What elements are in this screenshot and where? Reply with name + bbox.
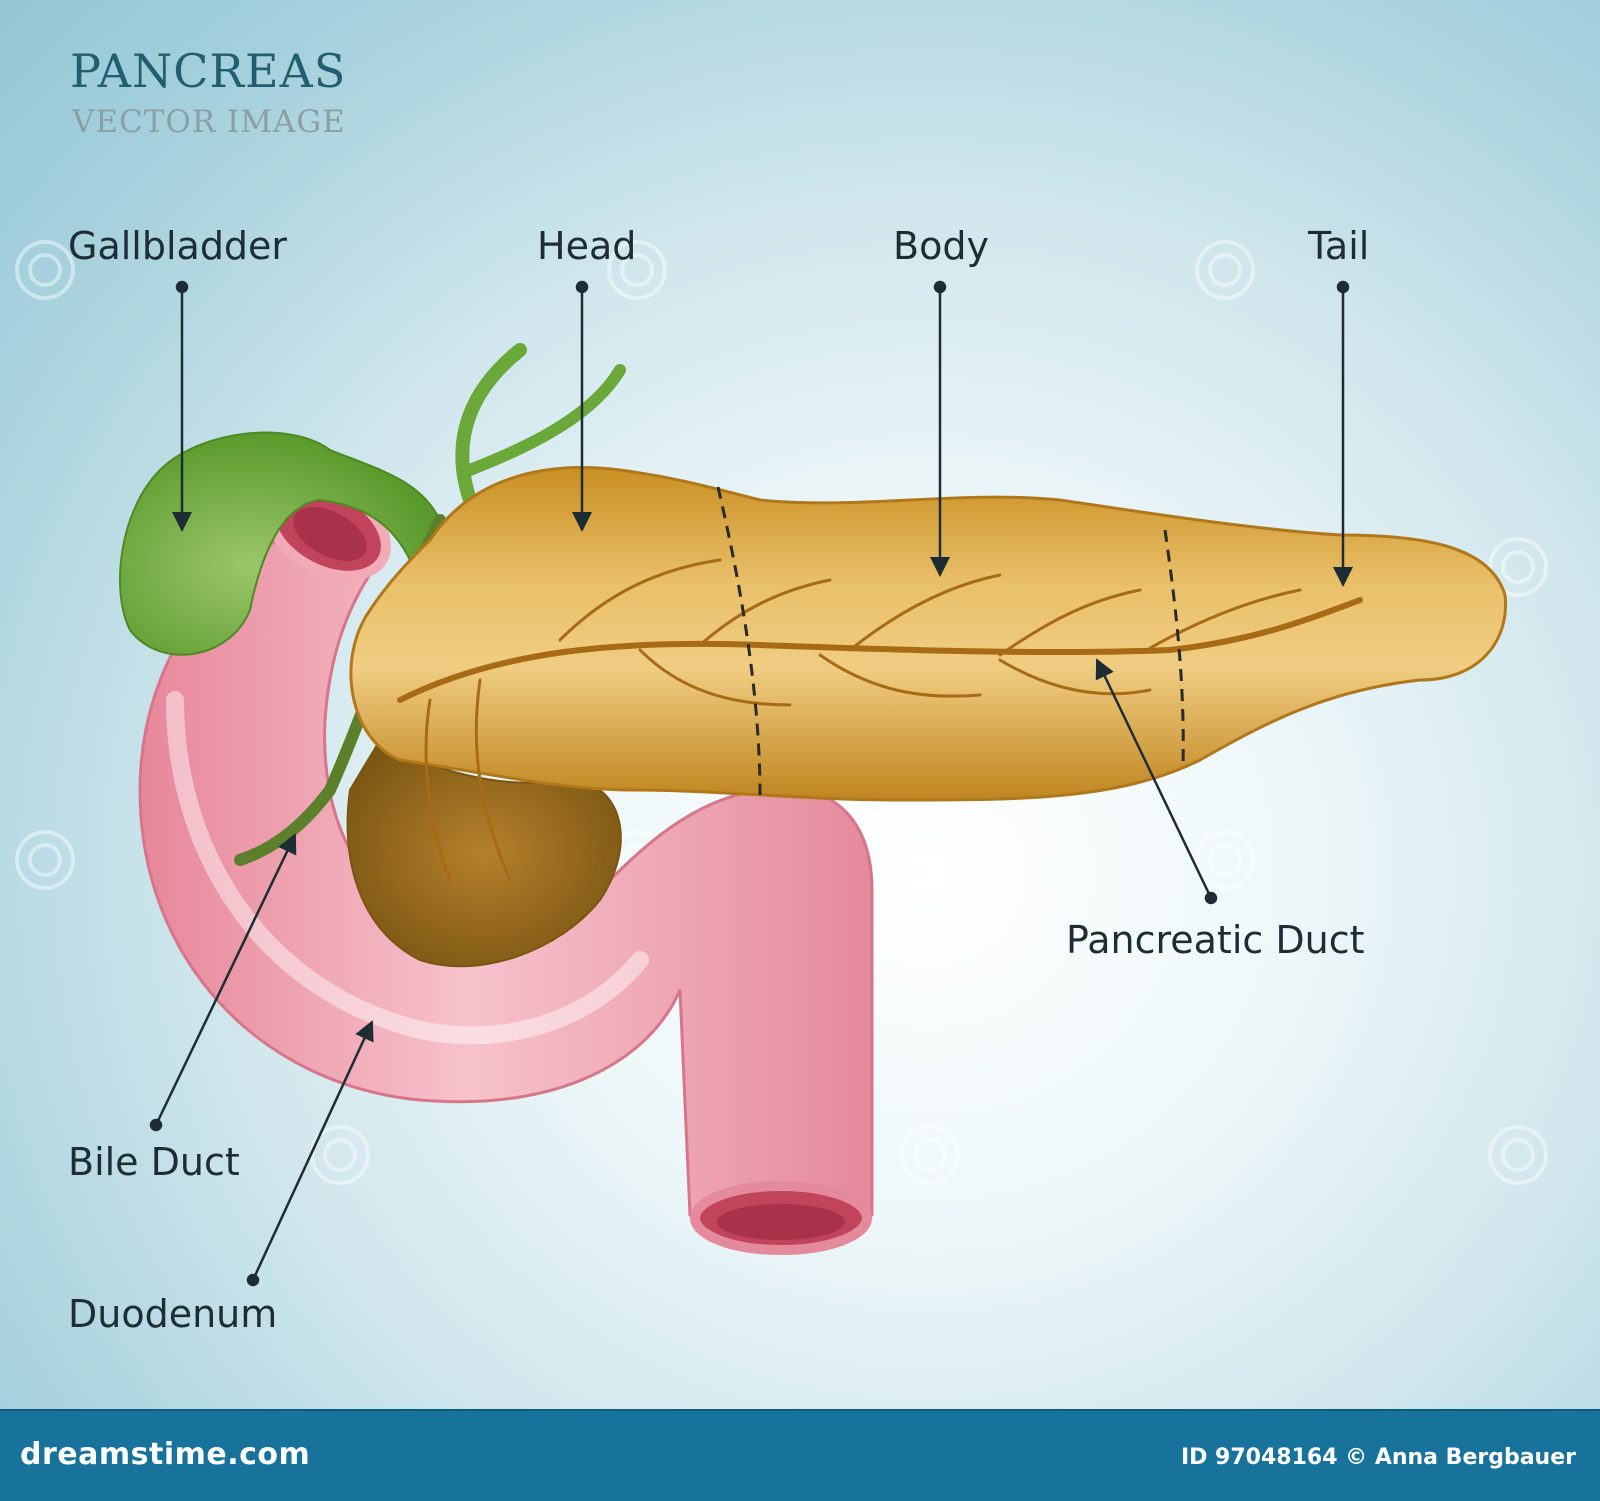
pancreatic-duct-pointer xyxy=(1095,658,1218,905)
label-gallbladder: Gallbladder xyxy=(68,224,288,268)
tail-pointer xyxy=(1333,280,1353,587)
pancreas-illustration xyxy=(119,280,1508,1287)
duodenum-pointer xyxy=(246,1020,374,1287)
pointer-lines xyxy=(149,280,1353,1287)
label-tail: Tail xyxy=(1308,224,1370,268)
footer-site-link[interactable]: dreamstime.com xyxy=(20,1437,311,1472)
label-body: Body xyxy=(893,224,989,268)
section-dividers xyxy=(716,486,1185,796)
pancreas-head-lobe xyxy=(346,738,622,968)
footer-image-id: ID 97048164 © Anna Bergbauer xyxy=(1180,1445,1576,1470)
bile-duct-pointer xyxy=(149,833,297,1132)
page-subtitle: VECTOR IMAGE xyxy=(72,104,346,140)
label-duodenum: Duodenum xyxy=(68,1292,278,1336)
pancreas xyxy=(349,466,1508,802)
head-pointer xyxy=(572,280,592,532)
label-head: Head xyxy=(537,224,637,268)
page-title: PANCREAS xyxy=(70,44,347,98)
body-pointer xyxy=(930,280,950,577)
gallbladder xyxy=(119,431,444,656)
duodenum xyxy=(138,479,874,1255)
footer-bar: dreamstime.com ID 97048164 © Anna Bergba… xyxy=(0,1409,1600,1501)
label-bile-duct: Bile Duct xyxy=(68,1140,240,1184)
gallbladder-pointer xyxy=(172,280,192,532)
label-pancreatic-duct: Pancreatic Duct xyxy=(1066,918,1365,962)
pancreatic-duct xyxy=(397,558,1363,882)
